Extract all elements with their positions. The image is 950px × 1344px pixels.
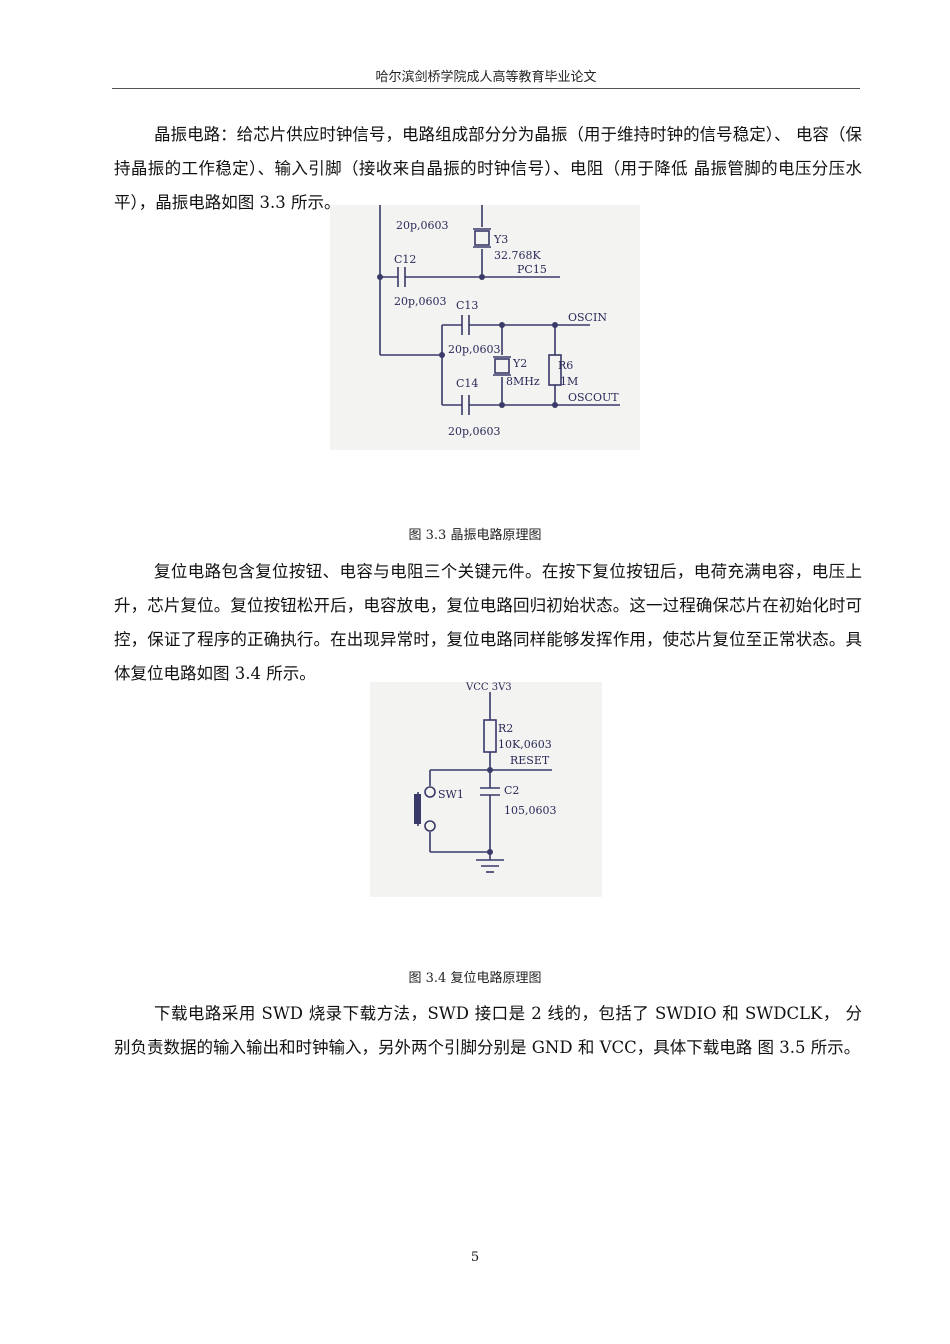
label-vcc: VCC 3V3 (465, 682, 512, 693)
paragraph-crystal-circuit: 晶振电路：给芯片供应时钟信号，电路组成部分分为晶振（用于维持时钟的信号稳定）、 … (114, 125, 862, 212)
label-reset: RESET (510, 754, 550, 767)
page-header: 哈尔滨剑桥学院成人高等教育毕业论文 (375, 70, 597, 85)
label-c12-value: 20p,0603 (394, 295, 447, 308)
label-r2-value: 10K,0603 (498, 738, 552, 751)
figure-crystal-circuit: 20p,0603 Y3 32.768K C12 PC15 20p,0603 C1… (330, 205, 640, 450)
label-r6: R6 (558, 359, 573, 372)
label-oscout: OSCOUT (568, 391, 619, 404)
label-c14-value: 20p,0603 (448, 425, 501, 438)
label-r6-value: 1M (560, 375, 578, 388)
label-r2: R2 (498, 722, 513, 735)
label-pc15: PC15 (517, 263, 547, 276)
label-c12: C12 (394, 253, 416, 266)
label-c-top-value: 20p,0603 (396, 219, 449, 232)
crystal-schematic: 20p,0603 Y3 32.768K C12 PC15 20p,0603 C1… (377, 205, 620, 438)
label-y3: Y3 (493, 233, 508, 246)
label-oscin: OSCIN (568, 311, 607, 324)
label-sw1: SW1 (438, 788, 464, 801)
reset-schematic: VCC 3V3 R2 10K,0603 RESET SW1 C2 105,060… (414, 682, 557, 873)
label-c13: C13 (456, 299, 478, 312)
label-y2-frequency: 8MHz (506, 375, 540, 388)
page-number: 5 (470, 1250, 480, 1265)
paragraph-download-circuit: 下载电路采用 SWD 烧录下载方法，SWD 接口是 2 线的，包括了 SWDIO… (114, 1004, 862, 1057)
figure-reset-circuit: VCC 3V3 R2 10K,0603 RESET SW1 C2 105,060… (370, 682, 602, 897)
label-c13-value: 20p,0603 (448, 343, 501, 356)
figure-caption-3-3: 图 3.3 晶振电路原理图 (408, 528, 542, 543)
header-divider (112, 88, 860, 89)
label-c14: C14 (456, 377, 478, 390)
label-c2-value: 105,0603 (504, 804, 557, 817)
label-y2: Y2 (512, 357, 527, 370)
figure-caption-3-4: 图 3.4 复位电路原理图 (408, 971, 542, 986)
paragraph-reset-circuit: 复位电路包含复位按钮、电容与电阻三个关键元件。在按下复位按钮后，电荷充满电容，电… (114, 562, 862, 683)
label-c2: C2 (504, 784, 519, 797)
label-y3-frequency: 32.768K (494, 249, 541, 262)
